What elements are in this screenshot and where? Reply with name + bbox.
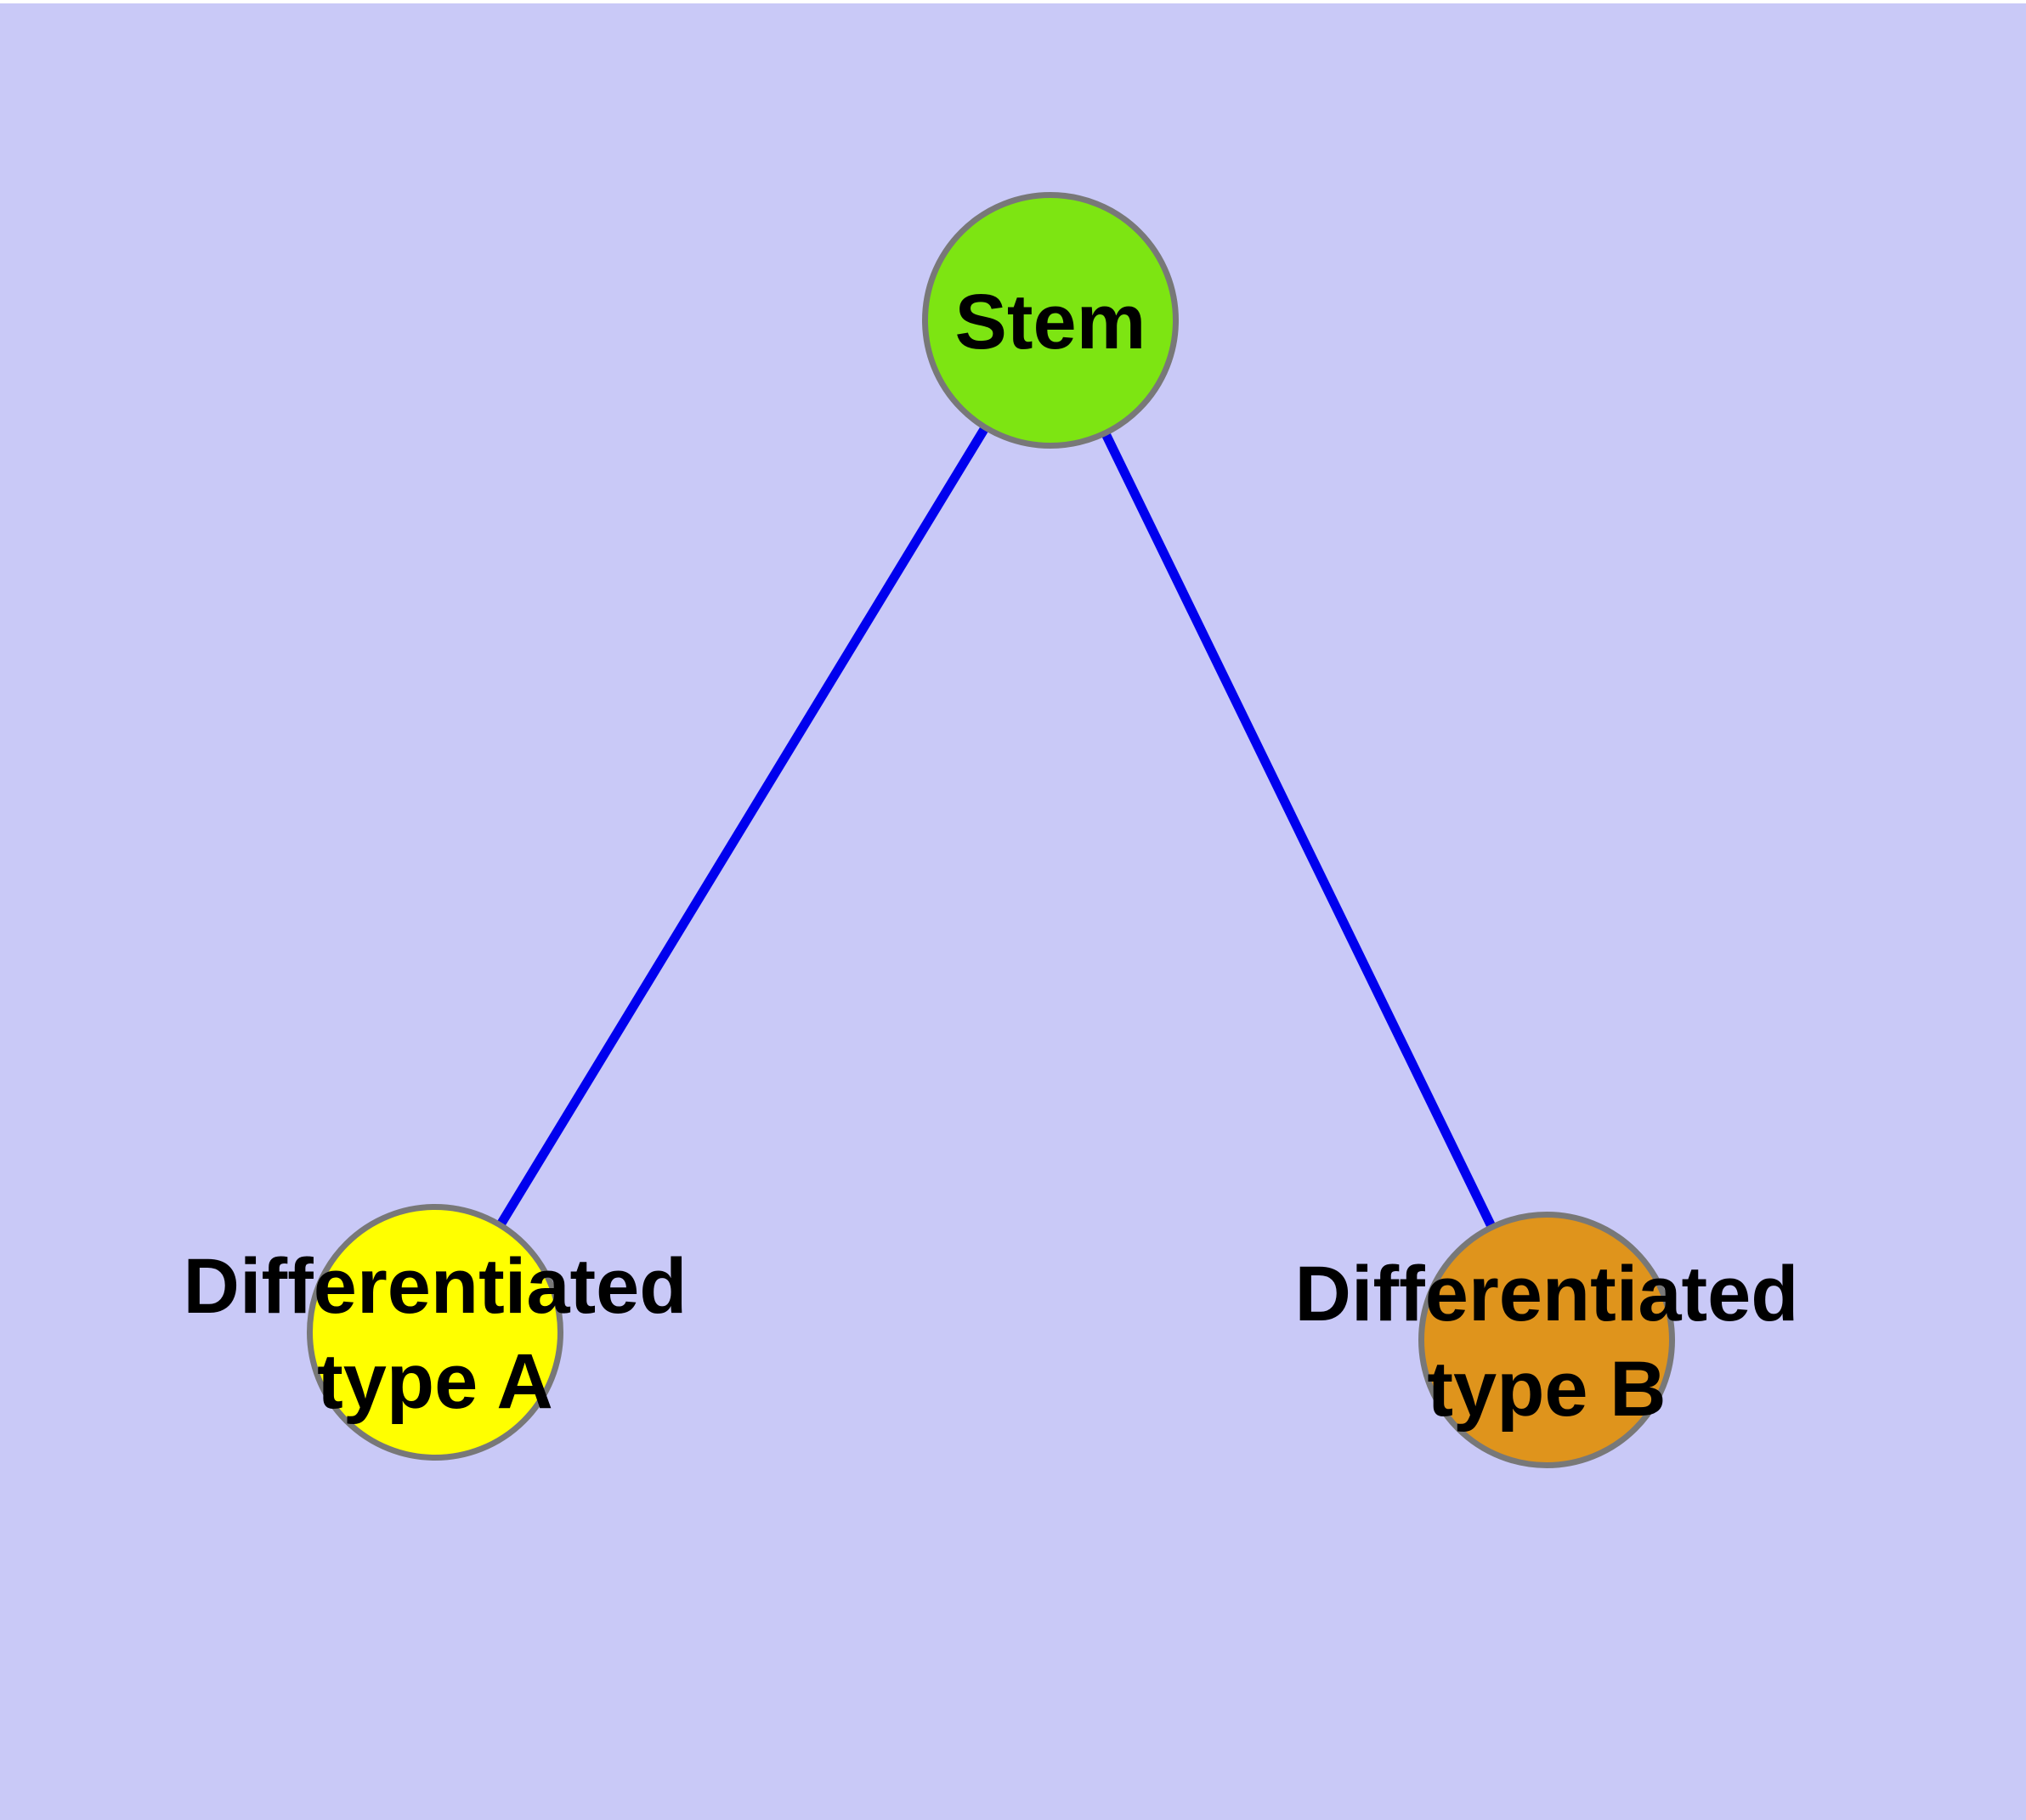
node-label-line: type A bbox=[317, 1338, 553, 1425]
edge-stem-to-type-b bbox=[1046, 318, 1551, 1342]
node-differentiated-type-a-label: Differentiated type A bbox=[184, 1239, 688, 1429]
edges-layer bbox=[431, 318, 1551, 1342]
node-label-line: type B bbox=[1427, 1346, 1667, 1433]
node-differentiated-type-b bbox=[1418, 1212, 1675, 1468]
edge-stem-to-type-a bbox=[431, 318, 1055, 1335]
node-stem bbox=[922, 192, 1179, 449]
node-stem-label: Stem bbox=[955, 274, 1146, 370]
node-label-line: Stem bbox=[954, 278, 1146, 365]
node-label-line: Differentiated bbox=[183, 1242, 688, 1330]
node-label-line: Differentiated bbox=[1294, 1250, 1799, 1337]
node-differentiated-type-a bbox=[307, 1204, 563, 1461]
node-differentiated-type-b-label: Differentiated type B bbox=[1295, 1246, 1799, 1437]
